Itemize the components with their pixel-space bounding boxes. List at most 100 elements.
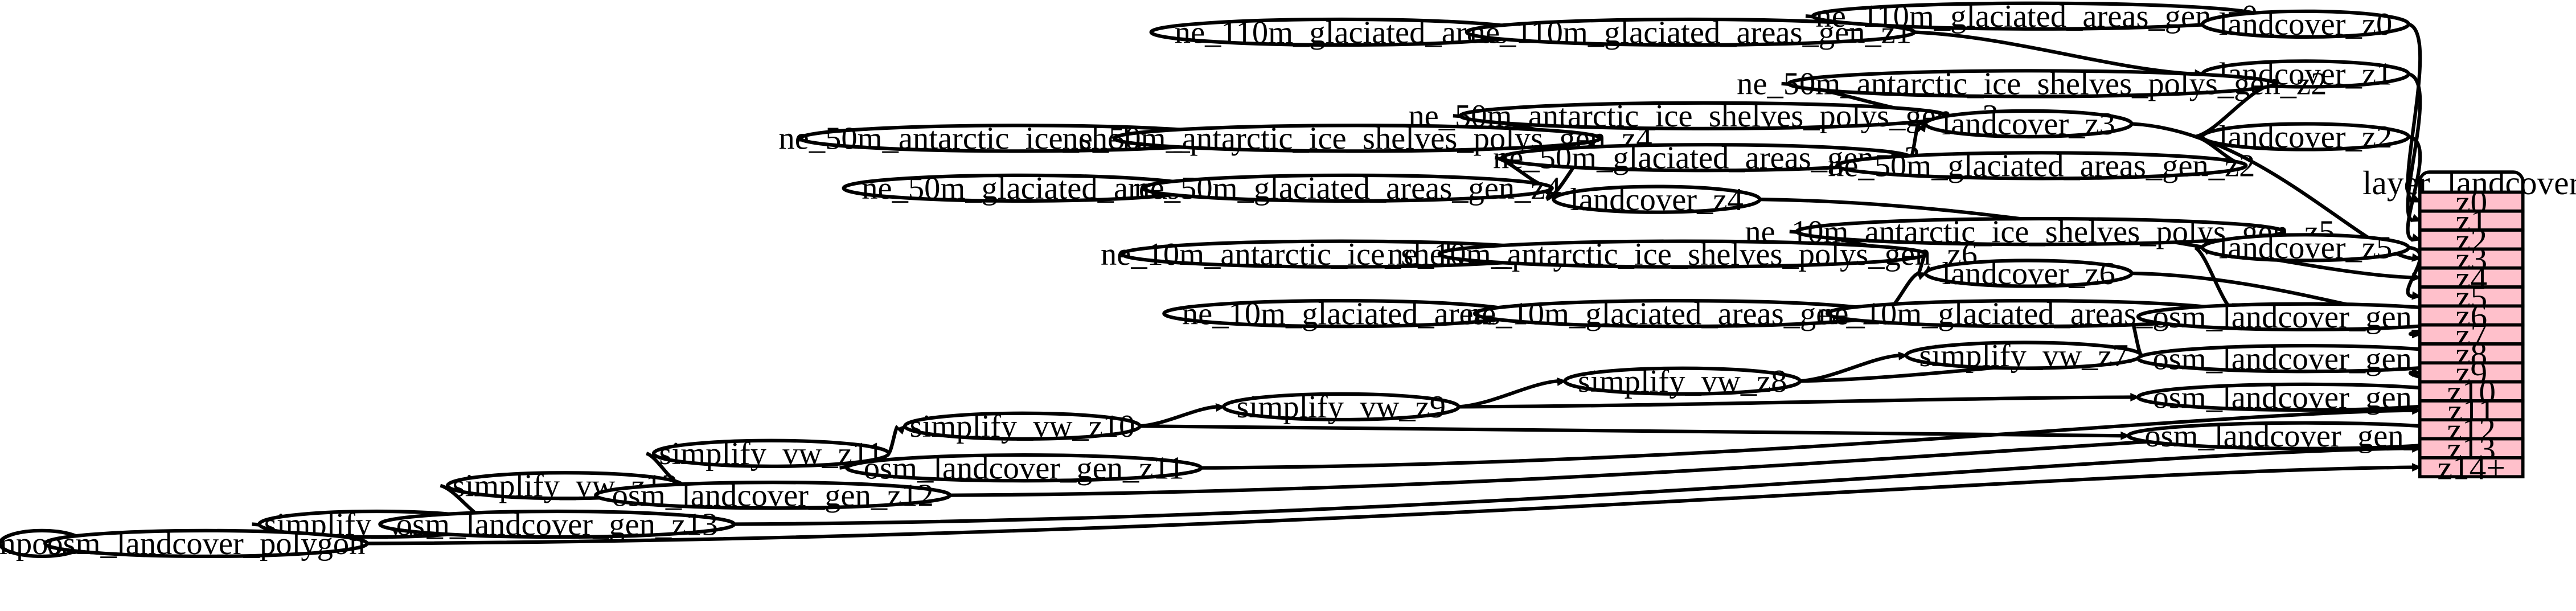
node-ellipse [1141, 173, 1554, 203]
graph-node-simplify_vw_z11[interactable]: simplify_vw_z11 [651, 436, 891, 471]
node-ellipse [1221, 392, 1461, 422]
edge-arrowhead [2120, 431, 2131, 440]
graph-node-ne_110m_glaciated_areas_gen_z0[interactable]: ne_110m_glaciated_areas_gen_z0 [1811, 0, 2262, 34]
node-ellipse [2200, 9, 2411, 39]
graph-node-simplify_vw_z10[interactable]: simplify_vw_z10 [903, 409, 1142, 444]
node-label: osm_landcover_gen_z12 [612, 478, 934, 514]
node-ellipse [1465, 17, 1917, 47]
edge-osm_landcover_gen_z13-to-layer_landcover-z13 [734, 446, 2413, 526]
edge-arrowhead [1215, 403, 1226, 412]
node-ellipse [1923, 109, 2134, 139]
graph-node-ne_50m_antarctic_ice_shelves_polys_gen_z3[interactable]: ne_50m_antarctic_ice_shelves_polys_gen_z… [1408, 99, 1998, 134]
node-ellipse [1437, 239, 1927, 269]
graph-node-ne_110m_glaciated_areas[interactable]: ne_110m_glaciated_areas [1149, 15, 1533, 50]
record-table-layer: layer_landcoverz0z1z2z3z4z5z6z7z8z9z10z1… [2362, 164, 2576, 486]
edge-arrowhead [2411, 214, 2422, 222]
node-label: osm_landcover_polygon [47, 526, 365, 561]
graph-node-osm_landcover_gen_z11[interactable]: osm_landcover_gen_z11 [845, 451, 1203, 486]
edge-arrowhead [2411, 253, 2422, 262]
node-label: osm_landcover_gen_z13 [396, 507, 718, 542]
graph-node-landcover_z4[interactable]: landcover_z4 [1552, 182, 1762, 218]
node-label: ne_110m_glaciated_areas_gen_z0 [1816, 0, 2258, 34]
graph-node-landcover_z0[interactable]: landcover_z0 [2200, 7, 2411, 42]
node-label: simplify_vw_z10 [910, 409, 1135, 444]
node-label: osm_landcover_gen_z9 [2153, 380, 2459, 415]
node-label: landcover_z5 [2219, 231, 2393, 266]
edge-osm_landcover_polygon-to-layer_landcover-z14+ [367, 465, 2413, 546]
edge-simplify_vw_z10-to-osm_landcover_gen_z10 [1139, 424, 2122, 438]
node-label: ne_50m_glaciated_areas_gen_z2 [1828, 149, 2255, 184]
record-table-layer-landcover: layer_landcoverz0z1z2z3z4z5z6z7z8z9z10z1… [2362, 164, 2576, 486]
node-label: ne_50m_glaciated_areas [862, 171, 1180, 206]
graph-node-simplify_vw_z8[interactable]: simplify_vw_z8 [1563, 364, 1802, 399]
node-label: osm_landcover_gen_z11 [864, 451, 1184, 486]
graph-node-ne_50m_glaciated_areas[interactable]: ne_50m_glaciated_areas [842, 171, 1200, 206]
node-ellipse [903, 411, 1142, 441]
edge-simplify_vw_z9-to-osm_landcover_gen_z9 [1458, 395, 2131, 409]
graph-node-osm_landcover_gen_z7[interactable]: osm_landcover_gen_z7 [2136, 300, 2475, 335]
record-row-z8[interactable] [2418, 342, 2525, 365]
node-label: simplify_vw_z11 [659, 436, 884, 471]
record-row-z0[interactable] [2418, 190, 2525, 213]
graph-node-landcover_z5[interactable]: landcover_z5 [2200, 231, 2411, 266]
node-ellipse [1835, 151, 2248, 181]
node-ellipse [2200, 233, 2411, 263]
node-ellipse [1112, 124, 1602, 153]
graph-node-osm_landcover_gen_z9[interactable]: osm_landcover_gen_z9 [2136, 380, 2475, 415]
record-row-label-z14+: z14+ [2438, 449, 2505, 487]
node-label: ne_10m_glaciated_areas [1182, 296, 1500, 331]
graph-node-ne_50m_glaciated_areas_gen_z4[interactable]: ne_50m_glaciated_areas_gen_z4 [1134, 171, 1561, 206]
record-row-z13[interactable] [2418, 437, 2525, 460]
node-label: simplify_vw_z9 [1237, 389, 1446, 425]
graph-node-landcover_z3[interactable]: landcover_z3 [1923, 106, 2134, 142]
node-label: osm_landcover_gen_z10 [2144, 419, 2466, 454]
graph-node-ne_10m_glaciated_areas_gen_z6[interactable]: ne_10m_glaciated_areas_gen_z6 [1466, 296, 1893, 331]
node-label: osm_landcover_gen_z8 [2153, 342, 2459, 377]
edge-ne_110m_glaciated_areas_gen_z1-to-landcover_z1 [1914, 30, 2196, 76]
edge-arrowhead [2412, 406, 2422, 415]
node-ellipse [1552, 184, 1762, 214]
record-row-z14+[interactable] [2418, 456, 2525, 479]
edge-arrowhead [2411, 330, 2422, 339]
node-ellipse [845, 453, 1203, 483]
edge-arrowhead [1917, 122, 1927, 133]
graph-node-simplify_vw_z9[interactable]: simplify_vw_z9 [1221, 389, 1461, 425]
graph-node-ne_10m_antarctic_ice_shelves_polys_gen_z6[interactable]: ne_10m_antarctic_ice_shelves_polys_gen_z… [1388, 237, 1978, 272]
edge-landcover_z1-to-layer_landcover-z1 [2406, 72, 2422, 223]
graph-node-landcover_z6[interactable]: landcover_z6 [1923, 256, 2134, 292]
graph-node-ne_110m_glaciated_areas_gen_z1[interactable]: ne_110m_glaciated_areas_gen_z1 [1465, 15, 1917, 50]
record-row-z4[interactable] [2418, 266, 2525, 289]
graph-node-ne_50m_glaciated_areas_gen_z2[interactable]: ne_50m_glaciated_areas_gen_z2 [1828, 149, 2255, 184]
edge-simplify_vw_z9-to-simplify_vw_z8 [1458, 379, 1558, 409]
graph-node-osm_landcover_gen_z12[interactable]: osm_landcover_gen_z12 [594, 478, 952, 514]
edge-arrowhead [2412, 463, 2422, 472]
nodes-layer: ne_110m_glaciated_areasne_110m_glaciated… [0, 0, 2485, 561]
record-row-z10[interactable] [2418, 380, 2525, 403]
node-label: ne_50m_glaciated_areas_gen_z4 [1134, 171, 1561, 206]
edge-arrowhead [1917, 272, 1927, 280]
node-ellipse [1795, 216, 2285, 247]
edge-landcover_z5-to-layer_landcover-z5 [2406, 245, 2422, 298]
graph-node-ne_10m_glaciated_areas[interactable]: ne_10m_glaciated_areas [1162, 296, 1520, 331]
edge-arrowhead [896, 424, 906, 435]
node-label: simplify_vw_z8 [1578, 364, 1787, 399]
node-label: landcover_z2 [2219, 120, 2393, 155]
edge-arrowhead [2411, 233, 2422, 242]
edge-osm_landcover_gen_z11-to-layer_landcover-z11 [1201, 408, 2413, 470]
node-ellipse [1563, 366, 1802, 396]
node-ellipse [1923, 259, 2134, 288]
record-row-z3[interactable] [2418, 247, 2525, 270]
graph-node-simplify_vw_z7[interactable]: simplify_vw_z7 [1904, 338, 2143, 374]
edge-arrowhead [2411, 368, 2422, 378]
graph-node-ne_50m_antarctic_ice_shelves_polys_gen_z2[interactable]: ne_50m_antarctic_ice_shelves_polys_gen_z… [1737, 67, 2327, 102]
graph-node-osm_landcover_polygon[interactable]: osm_landcover_polygon [43, 526, 369, 561]
node-label: landcover_z3 [1942, 106, 2115, 142]
edge-arrowhead [1557, 377, 1567, 386]
node-label: landcover_z4 [1570, 182, 1744, 218]
node-label: simplify_vw_z7 [1919, 338, 2128, 374]
edge-arrowhead [2411, 291, 2422, 300]
node-ellipse [1787, 69, 2277, 99]
graph-node-landcover_z2[interactable]: landcover_z2 [2200, 120, 2411, 155]
graph-node-osm_landcover_gen_z13[interactable]: osm_landcover_gen_z13 [378, 507, 736, 542]
